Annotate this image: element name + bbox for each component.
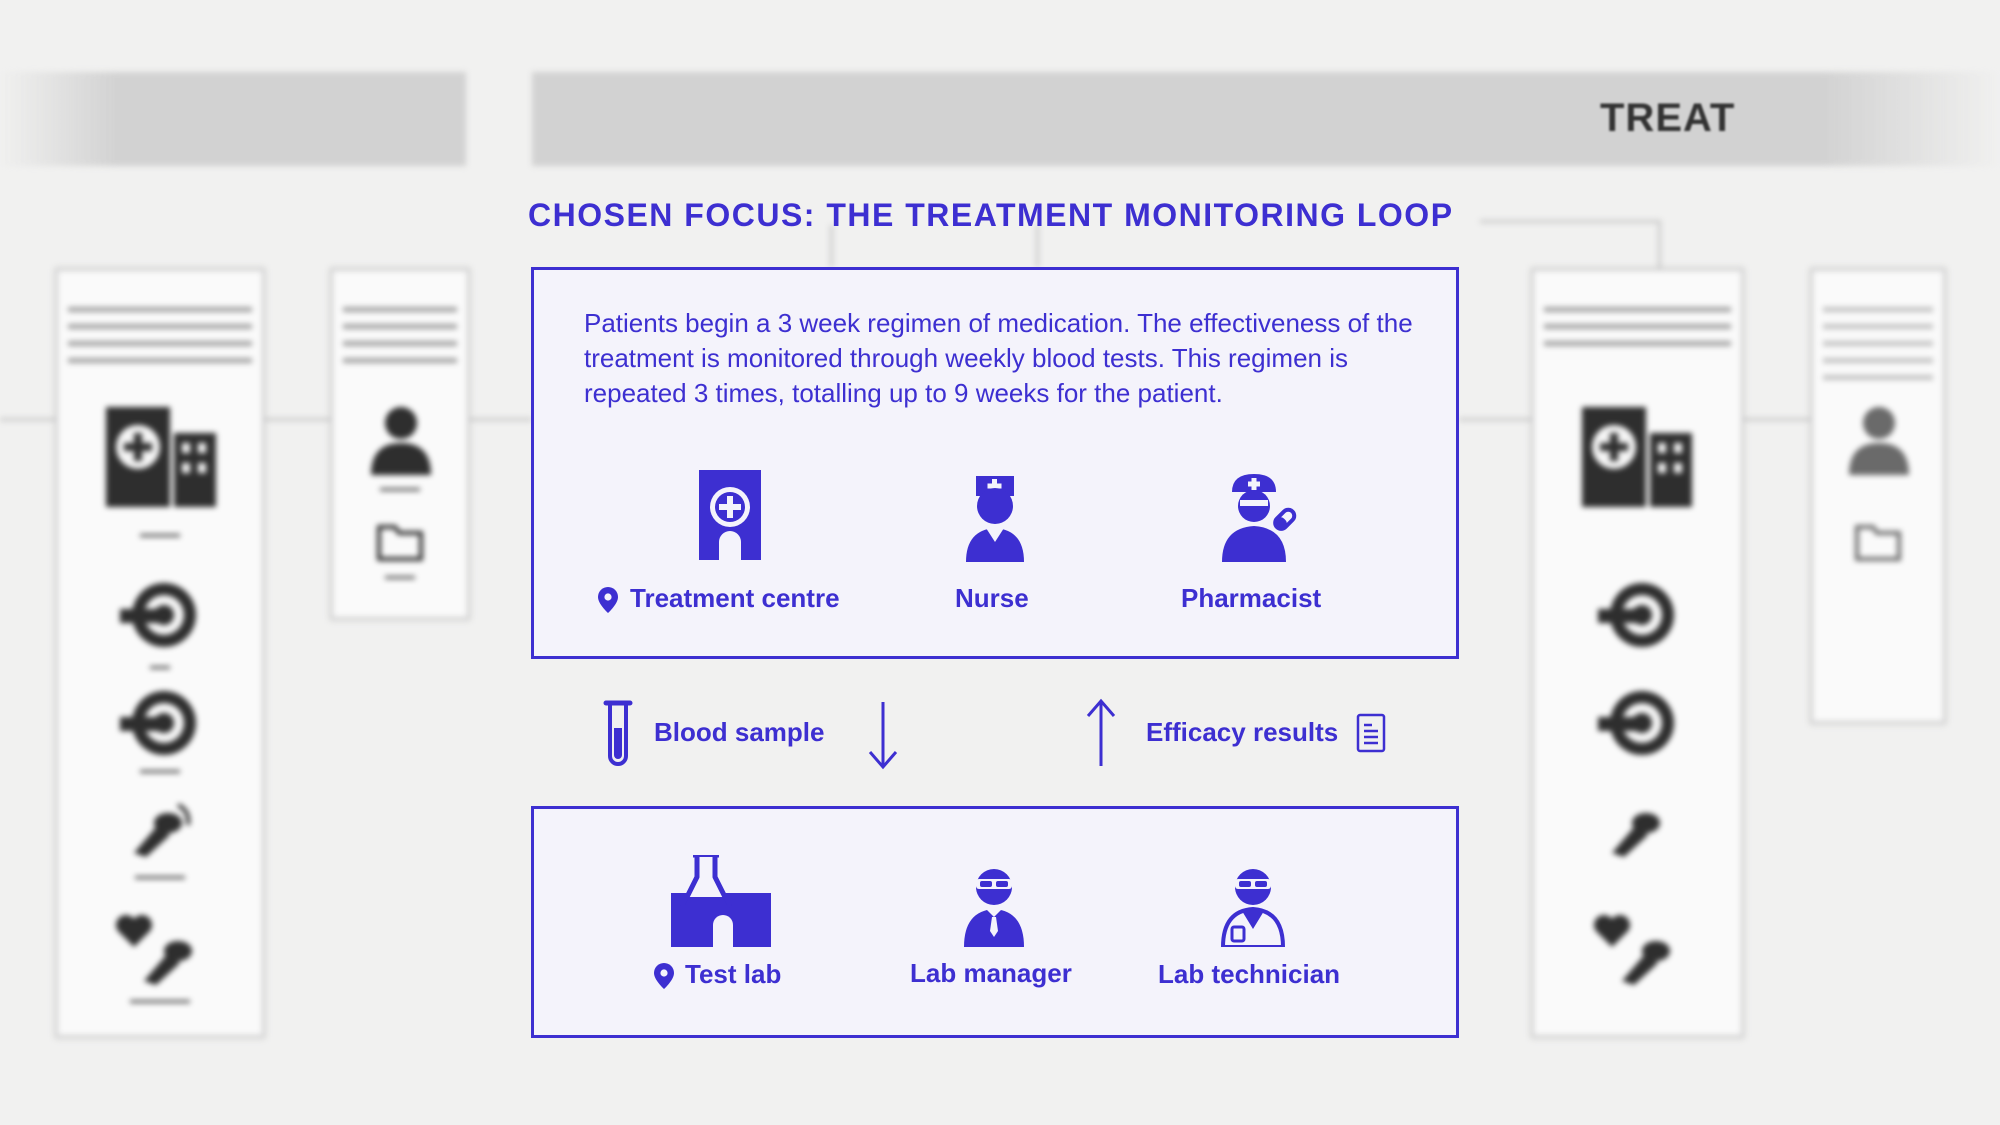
focus-description: Patients begin a 3 week regimen of medic… bbox=[584, 308, 1413, 408]
arrow-down-icon bbox=[868, 702, 898, 770]
role-label-pharmacist: Pharmacist bbox=[1181, 583, 1322, 613]
lab-technician-icon bbox=[1220, 869, 1286, 947]
echocardiogram-icon bbox=[1594, 915, 1670, 985]
role-label-lab-technician: Lab technician bbox=[1158, 959, 1341, 989]
step-card-results: ▬▬▬▬ ▬▬▬ bbox=[330, 268, 470, 620]
card-label-blurred: ▬▬▬▬ bbox=[380, 483, 420, 494]
focus-title: CHOSEN FOCUS: THE TREATMENT MONITORING L… bbox=[528, 197, 1454, 233]
flow-label-blood-sample: Blood sample bbox=[654, 717, 825, 747]
connector-line bbox=[1658, 220, 1661, 268]
connector-line bbox=[1738, 418, 1810, 421]
cat-scan-icon bbox=[120, 691, 196, 755]
treatment-centre-box: Patients begin a 3 week regimen of medic… bbox=[531, 267, 1459, 659]
hospital-icon bbox=[1582, 407, 1692, 507]
connector-line bbox=[1459, 418, 1531, 421]
arrow-up-icon bbox=[1086, 698, 1116, 766]
document-icon bbox=[1356, 713, 1386, 753]
pharmacist-icon bbox=[1222, 474, 1297, 562]
test-tube-icon bbox=[603, 700, 633, 766]
card-label-blurred: ▬▬▬▬ bbox=[140, 765, 180, 776]
step-card-baseline-tests: ▬▬▬▬ ▬▬ ▬▬▬▬ ▬▬▬▬▬ ▬▬▬▬▬▬ bbox=[55, 268, 265, 1038]
stage-label: TREAT bbox=[1600, 96, 1736, 140]
card-label-blurred: ▬▬ bbox=[150, 661, 170, 672]
mri-icon bbox=[1598, 583, 1674, 647]
location-pin-icon bbox=[654, 963, 674, 989]
connector-line bbox=[262, 418, 330, 421]
role-label-lab-manager: Lab manager bbox=[910, 958, 1072, 988]
card-label-blurred: ▬▬▬▬ bbox=[140, 529, 180, 540]
cat-scan-icon bbox=[1598, 691, 1674, 755]
card-label-blurred: ▬▬▬▬▬ bbox=[135, 871, 185, 882]
oncologist-icon bbox=[371, 407, 431, 475]
test-lab-box: Test lab Lab manager Lab technician bbox=[531, 806, 1459, 1038]
step-card-new-plan bbox=[1810, 268, 1946, 724]
hospital-door-icon bbox=[699, 470, 761, 560]
lab-building-icon bbox=[671, 855, 771, 947]
role-label-test-lab: Test lab bbox=[685, 959, 782, 989]
card-label-blurred: ▬▬▬▬▬▬ bbox=[130, 995, 190, 1006]
oncologist-icon bbox=[1849, 407, 1909, 475]
ultrasound-icon bbox=[1612, 813, 1660, 857]
connector-line bbox=[0, 418, 55, 421]
nurse-icon bbox=[966, 476, 1024, 562]
step-card-repeat-tests bbox=[1531, 268, 1744, 1038]
role-label-nurse: Nurse bbox=[955, 583, 1029, 613]
flow-label-efficacy-results: Efficacy results bbox=[1146, 717, 1339, 747]
hospital-icon bbox=[106, 407, 216, 507]
folder-icon bbox=[1855, 525, 1901, 561]
connector-line bbox=[466, 418, 532, 421]
ultrasound-icon bbox=[134, 803, 191, 857]
connector-line bbox=[1036, 225, 1039, 267]
folder-icon bbox=[377, 525, 423, 561]
stage-band-previous bbox=[0, 72, 466, 166]
role-label-treatment-centre: Treatment centre bbox=[630, 583, 840, 613]
lab-manager-icon bbox=[964, 869, 1024, 947]
connector-line bbox=[1480, 220, 1660, 223]
mri-icon bbox=[120, 583, 196, 647]
location-pin-icon bbox=[598, 587, 618, 613]
echocardiogram-icon bbox=[116, 915, 192, 985]
stage-band-treat bbox=[532, 72, 2000, 166]
card-label-blurred: ▬▬▬ bbox=[385, 571, 415, 582]
connector-line bbox=[830, 225, 833, 267]
